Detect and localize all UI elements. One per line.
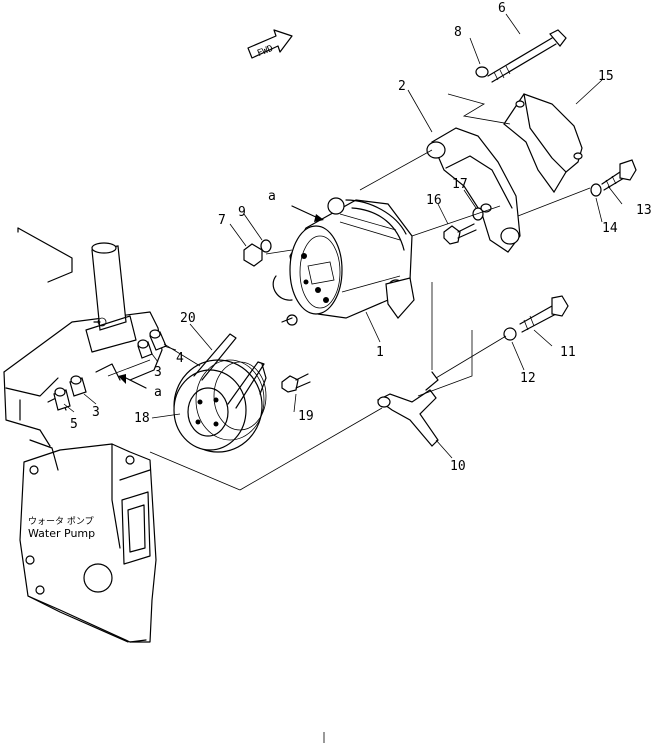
v-belt xyxy=(193,333,267,409)
callout-1: 1 xyxy=(376,345,384,360)
view-label-upper: a xyxy=(268,189,276,204)
callout-20: 20 xyxy=(180,311,196,326)
adjusting-bar xyxy=(376,371,439,447)
view-label-lower: a xyxy=(154,385,162,400)
callout-numbers: 1 2 3 3 4 5 6 7 8 9 10 11 12 13 14 15 16… xyxy=(70,1,652,474)
callout-12: 12 xyxy=(520,371,536,386)
callout-11: 11 xyxy=(560,345,576,360)
leader-lines xyxy=(63,13,623,459)
view-arrow-a-lower: a xyxy=(118,374,162,400)
callout-4: 4 xyxy=(176,351,184,366)
pulley xyxy=(173,359,267,453)
callout-14: 14 xyxy=(602,221,618,236)
callout-16: 16 xyxy=(426,193,442,208)
nut-7 xyxy=(243,243,263,267)
callout-18: 18 xyxy=(134,411,150,426)
view-arrow-a-upper: a xyxy=(268,189,324,222)
washer-17 xyxy=(472,207,484,221)
callout-2: 2 xyxy=(398,79,406,94)
callout-17: 17 xyxy=(452,177,468,192)
engine-block xyxy=(3,227,163,471)
callout-3-upper: 3 xyxy=(154,365,162,380)
alternator-bracket xyxy=(426,127,521,253)
callout-13: 13 xyxy=(636,203,652,218)
alternator xyxy=(272,197,415,326)
water-pump-housing xyxy=(19,443,157,643)
water-pump-label-jp: ウォータ ポンプ xyxy=(28,516,94,527)
spacer-collars xyxy=(53,329,167,411)
fwd-label: FWD xyxy=(256,44,275,59)
callout-7: 7 xyxy=(218,213,226,228)
fwd-arrow-icon: FWD xyxy=(247,29,293,59)
washer-8 xyxy=(475,66,489,78)
washer-9 xyxy=(260,239,272,253)
bolt-13 xyxy=(601,159,637,191)
callout-5: 5 xyxy=(70,417,78,432)
washer-12 xyxy=(503,327,517,341)
assembly-lines xyxy=(107,93,591,491)
callout-3-lower: 3 xyxy=(92,405,100,420)
callout-9: 9 xyxy=(238,205,246,220)
water-pump-label: ウォータ ポンプ Water Pump xyxy=(28,516,95,540)
callout-10: 10 xyxy=(450,459,466,474)
callout-19: 19 xyxy=(298,409,314,424)
bolt-6 xyxy=(487,29,567,83)
water-pump-label-en: Water Pump xyxy=(28,527,95,540)
washer-14 xyxy=(590,183,602,197)
callout-8: 8 xyxy=(454,25,462,40)
bolt-19 xyxy=(281,373,311,393)
bolt-16 xyxy=(443,223,477,245)
callout-15: 15 xyxy=(598,69,614,84)
callout-6: 6 xyxy=(498,1,506,16)
bolt-11 xyxy=(519,295,569,333)
support-bracket xyxy=(503,93,583,194)
